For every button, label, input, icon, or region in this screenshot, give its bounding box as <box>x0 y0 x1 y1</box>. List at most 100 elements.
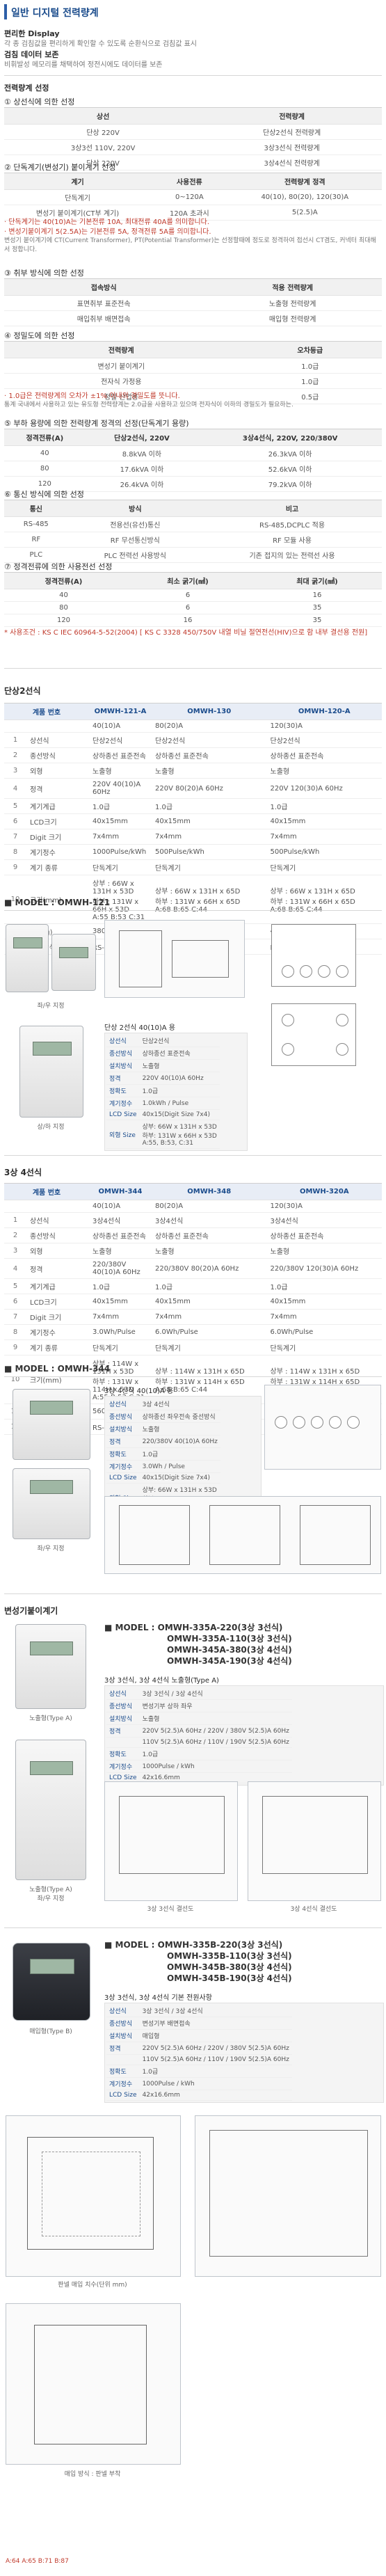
spec-label: 계기정수 <box>106 1097 140 1110</box>
cell: 단상 220V <box>4 124 202 140</box>
s7-col-0: 정격전류(A) <box>4 572 124 589</box>
spec-label: 설치방식 <box>106 1712 140 1725</box>
spec-label: 정확도 <box>106 1084 140 1097</box>
cell: 전용선(유선)통신 <box>67 516 203 532</box>
cell: 계기정수 <box>26 844 89 860</box>
cell: 120A 초과시 <box>151 205 228 221</box>
terminal <box>318 965 330 978</box>
terminal <box>282 1043 294 1056</box>
spec-value: 220V 40(10)A 60Hz <box>139 1072 220 1085</box>
spec-value: 220V 5(2.5)A 60Hz / 220V / 380V 5(2.5)A … <box>139 1724 292 1738</box>
cell: 크기(mm) <box>26 875 89 924</box>
cell: LCD크기 <box>26 1294 89 1310</box>
cell: RF 모듈 사용 <box>202 532 382 548</box>
cell: 단독계기 <box>152 1339 267 1355</box>
cell: 220V 40(10)A 60Hz <box>89 778 152 799</box>
spec-value: 상하종선 좌우전속 중선방식 <box>139 1410 220 1423</box>
cell: 4 <box>4 778 26 799</box>
cell: RF 무선통신방식 <box>67 532 203 548</box>
ct-model-a-title: ■ MODEL : OMWH-335A-220(3상 3선식) <box>104 1623 283 1632</box>
sp-col-3: OMWH-120-A <box>266 703 382 720</box>
lcd-display <box>30 1641 73 1655</box>
cell: 220/380V 80(20)A 60Hz <box>152 1258 267 1279</box>
lcd-display <box>30 1959 74 1974</box>
spec-value: 변성기부 상하 좌우 <box>139 1699 292 1712</box>
diagram-caption: 3상 4선식 결선도 <box>290 1906 337 1913</box>
s2-note-1: · 변성기붙이계기 5(2.5A)는 기본전류 5A, 정격전류 5A를 의미합… <box>4 228 211 236</box>
spec-value: 1000Pulse / kWh <box>139 2077 292 2090</box>
cell: 7x4mm <box>152 829 267 845</box>
s6-col-0: 통신 <box>4 500 68 517</box>
cell: 1 <box>4 732 26 748</box>
s2-col-2: 전력량계 정격 <box>227 173 382 190</box>
spec-value: 1000Pulse / kWh <box>139 1760 292 1773</box>
cell: 40x15mm <box>266 813 382 829</box>
cell: 단독계기 <box>89 859 152 875</box>
s5-col-2: 3상4선식, 220V, 220/380V <box>198 429 382 446</box>
spec-label: 정격 <box>106 1435 140 1448</box>
spec-value: 220/380V 40(10)A 60Hz <box>139 1435 220 1448</box>
model-344-spec-title: 3상 4선식 40(10)A 용 <box>104 1388 174 1395</box>
terminal-box <box>271 924 356 987</box>
spec-value: 1.0kWh / Pulse <box>139 1097 220 1110</box>
s3-col-1: 적용 전력량계 <box>203 278 382 296</box>
table-row: 40(10)A 80(20)A 120(30)A <box>4 1200 382 1213</box>
cell: 단독계기 <box>89 1339 152 1355</box>
cell: 26.3kVA 이하 <box>198 445 382 461</box>
cell: 상하종선 표준전속 <box>266 747 382 763</box>
cell: 6 <box>4 813 26 829</box>
cell: 상선식 <box>26 1212 89 1228</box>
wiring-diagram-ct-a1 <box>104 1781 238 1901</box>
spec-value: 1.0급 <box>139 1447 220 1461</box>
cell: 1 <box>4 1212 26 1228</box>
spec-label: 상선식 <box>106 1398 140 1410</box>
cell: 상부 : 66W x 131H x 65D 하부 : 131W x 66H x … <box>152 875 267 924</box>
cell: 정격 <box>26 1258 89 1279</box>
sp-col-2: OMWH-130 <box>152 703 267 720</box>
s5-heading: ⑤ 부하 용량에 의한 전력량계 정격의 선정(단독계기 용량) <box>4 419 189 428</box>
spec-label <box>106 2054 140 2065</box>
spec-label: 상선식 <box>106 2005 140 2017</box>
lcd-display <box>30 1401 73 1415</box>
model-121-spec-title: 단상 2선식 40(10)A 용 <box>104 1024 175 1032</box>
s5-col-1: 단상2선식, 220V <box>85 429 199 446</box>
select-guide-title: 전력량계 선정 <box>4 84 49 93</box>
s4-note-0: · 1.0급은 전력량계의 오차가 ±1% 이내의 경밀도를 뜻니다. <box>4 392 180 400</box>
cell: 상하종선 표준전속 <box>266 1227 382 1243</box>
spec-value: 1.0급 <box>139 1747 292 1760</box>
lcd-display <box>30 1480 73 1494</box>
spec-value: 상부: 66W x 131H x 53D 하부: 131W x 66H x 53… <box>139 1120 220 1149</box>
dim-note: 매입 방식 : 판넬 부착 <box>64 2471 121 2478</box>
cell: 500Pulse/kWh <box>266 844 382 860</box>
cell: 1.0급 <box>266 1278 382 1294</box>
s4-col-1: 오차등급 <box>238 341 382 358</box>
cell: 매입취부 배면접속 <box>4 310 204 326</box>
cell: 16 <box>252 589 382 602</box>
